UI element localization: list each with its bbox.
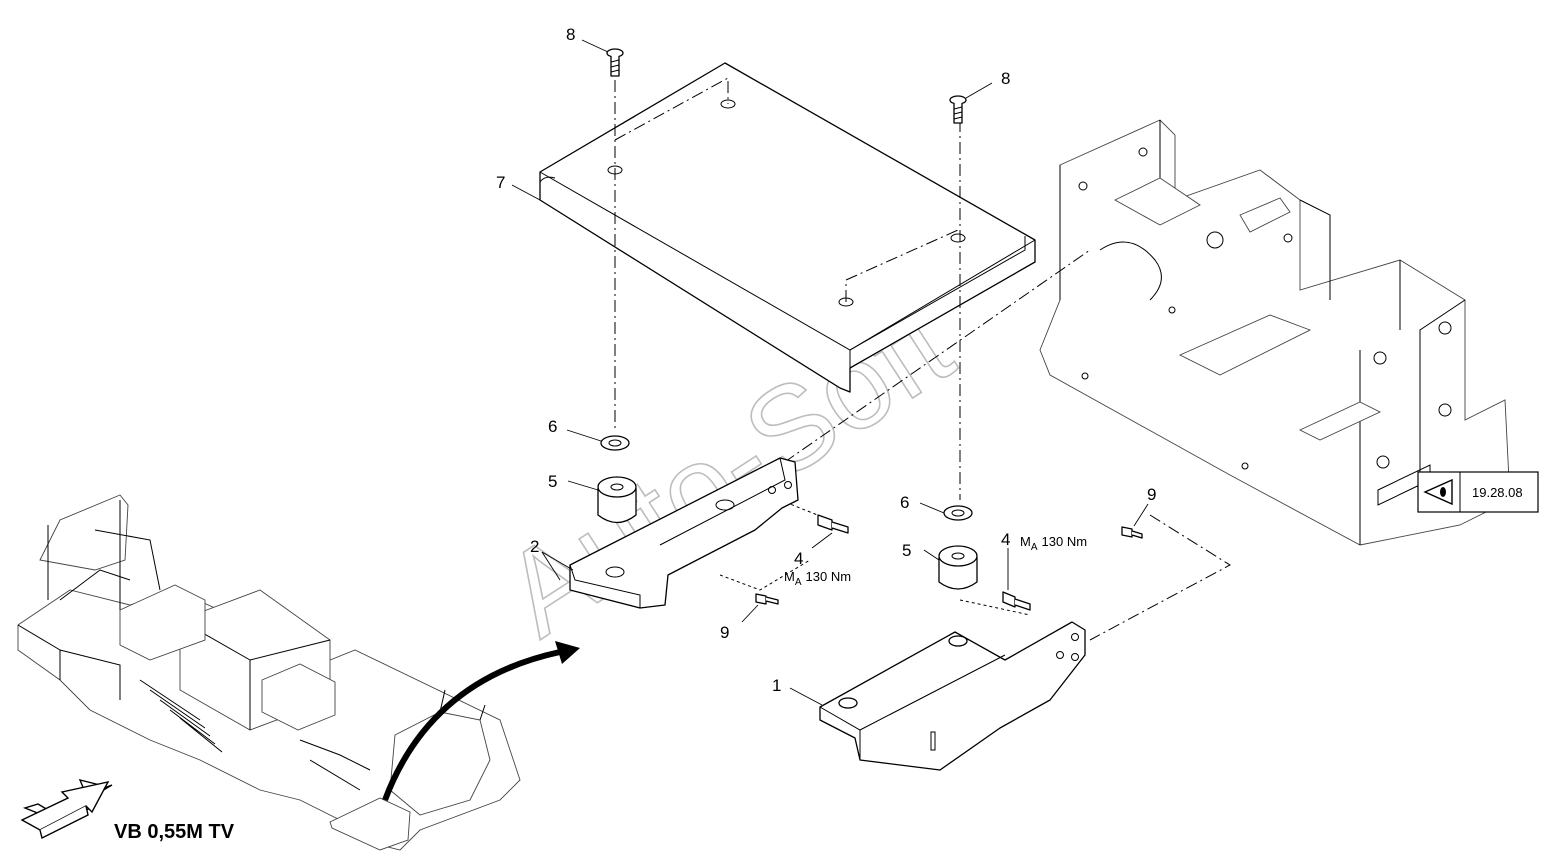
part-1-bracket xyxy=(819,621,1086,771)
reference-label: 19.28.08 xyxy=(1472,485,1523,500)
part-6-washer-right xyxy=(943,505,973,521)
part-7-cover-plate xyxy=(539,62,1036,393)
part-9-screw-left xyxy=(755,593,779,605)
torque-symbol: M xyxy=(1020,534,1031,549)
callout-6-left: 6 xyxy=(548,417,557,436)
torque-note-left: MA 130 Nm xyxy=(784,569,851,588)
callout-4-right: 4 xyxy=(1001,530,1010,549)
part-5-mount-right xyxy=(938,545,978,590)
callout-9-left: 9 xyxy=(720,623,729,642)
torque-note-right: MA 130 Nm xyxy=(1020,534,1087,553)
torque-symbol: M xyxy=(784,569,795,584)
direction-arrow-icon xyxy=(20,778,113,840)
callout-5-right: 5 xyxy=(902,541,911,560)
part-4-bolt-right xyxy=(1002,591,1031,611)
callout-6-right: 6 xyxy=(900,493,909,512)
part-8-screw-right xyxy=(949,95,967,124)
eye-icon xyxy=(1423,478,1453,506)
part-8-screw-left xyxy=(606,48,624,77)
torque-subscript: A xyxy=(1031,542,1038,553)
callout-7: 7 xyxy=(496,173,505,192)
reference-box[interactable]: 19.28.08 xyxy=(1417,471,1539,513)
machine-frame xyxy=(1039,119,1511,546)
part-9-screw-right xyxy=(1121,526,1143,539)
overview-machine xyxy=(17,494,521,851)
callout-1: 1 xyxy=(772,676,781,695)
callout-5-left: 5 xyxy=(548,472,557,491)
part-6-washer-left xyxy=(600,435,630,451)
part-2-bracket xyxy=(569,457,799,609)
callout-2: 2 xyxy=(530,537,539,556)
part-5-mount-left xyxy=(597,476,637,524)
curved-arrow xyxy=(382,641,580,802)
callout-8-left: 8 xyxy=(566,25,575,44)
callout-8-right: 8 xyxy=(1001,69,1010,88)
callout-4-left: 4 xyxy=(794,549,803,568)
torque-subscript: A xyxy=(795,577,802,588)
model-title: VB 0,55M TV xyxy=(114,821,235,843)
leader-lines xyxy=(511,39,1149,706)
part-4-bolt-left xyxy=(817,514,849,534)
callout-9-right: 9 xyxy=(1147,485,1156,504)
torque-value: 130 Nm xyxy=(806,569,852,584)
callouts: 8 8 7 6 5 2 4 9 6 5 4 9 1 xyxy=(496,25,1156,695)
torque-value: 130 Nm xyxy=(1042,534,1088,549)
